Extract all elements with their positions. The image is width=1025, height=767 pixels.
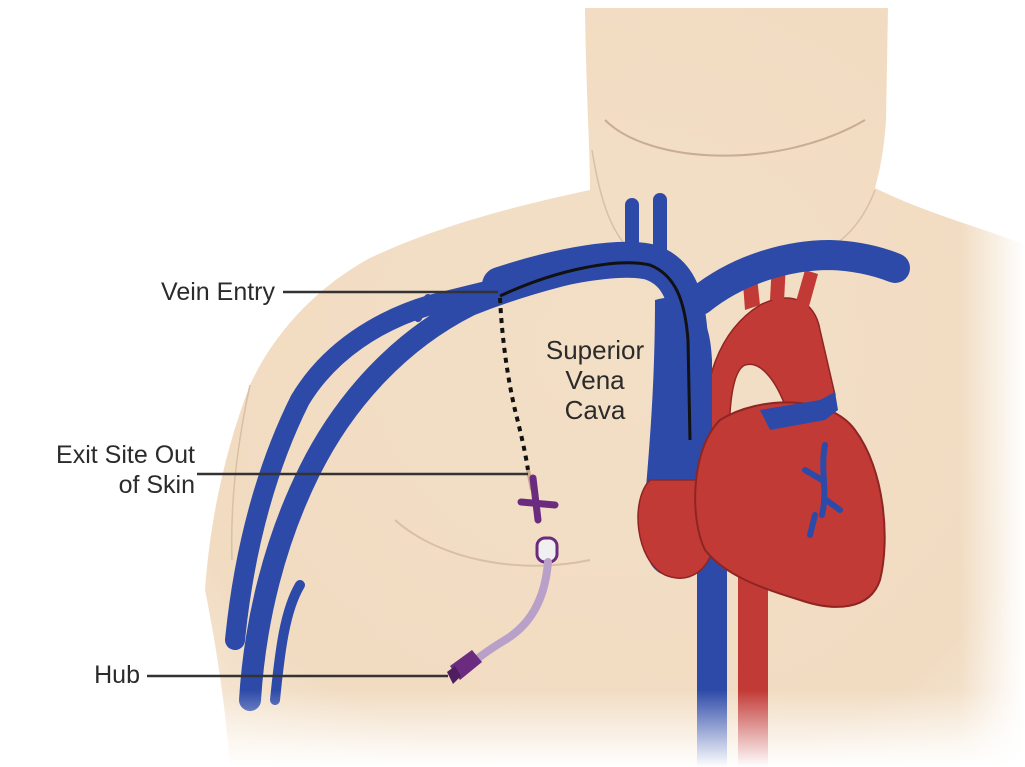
label-svc-line1: Superior [520,336,670,365]
label-hub: Hub [40,661,140,689]
label-exit-site-line2: of Skin [0,471,195,499]
label-svc-line2: Vena [520,366,670,395]
label-svc-line3: Cava [520,396,670,425]
label-vein-entry: Vein Entry [80,278,275,306]
bottom-fade [0,690,1025,767]
label-exit-site-line1: Exit Site Out [0,441,195,469]
right-fade [960,0,1025,767]
